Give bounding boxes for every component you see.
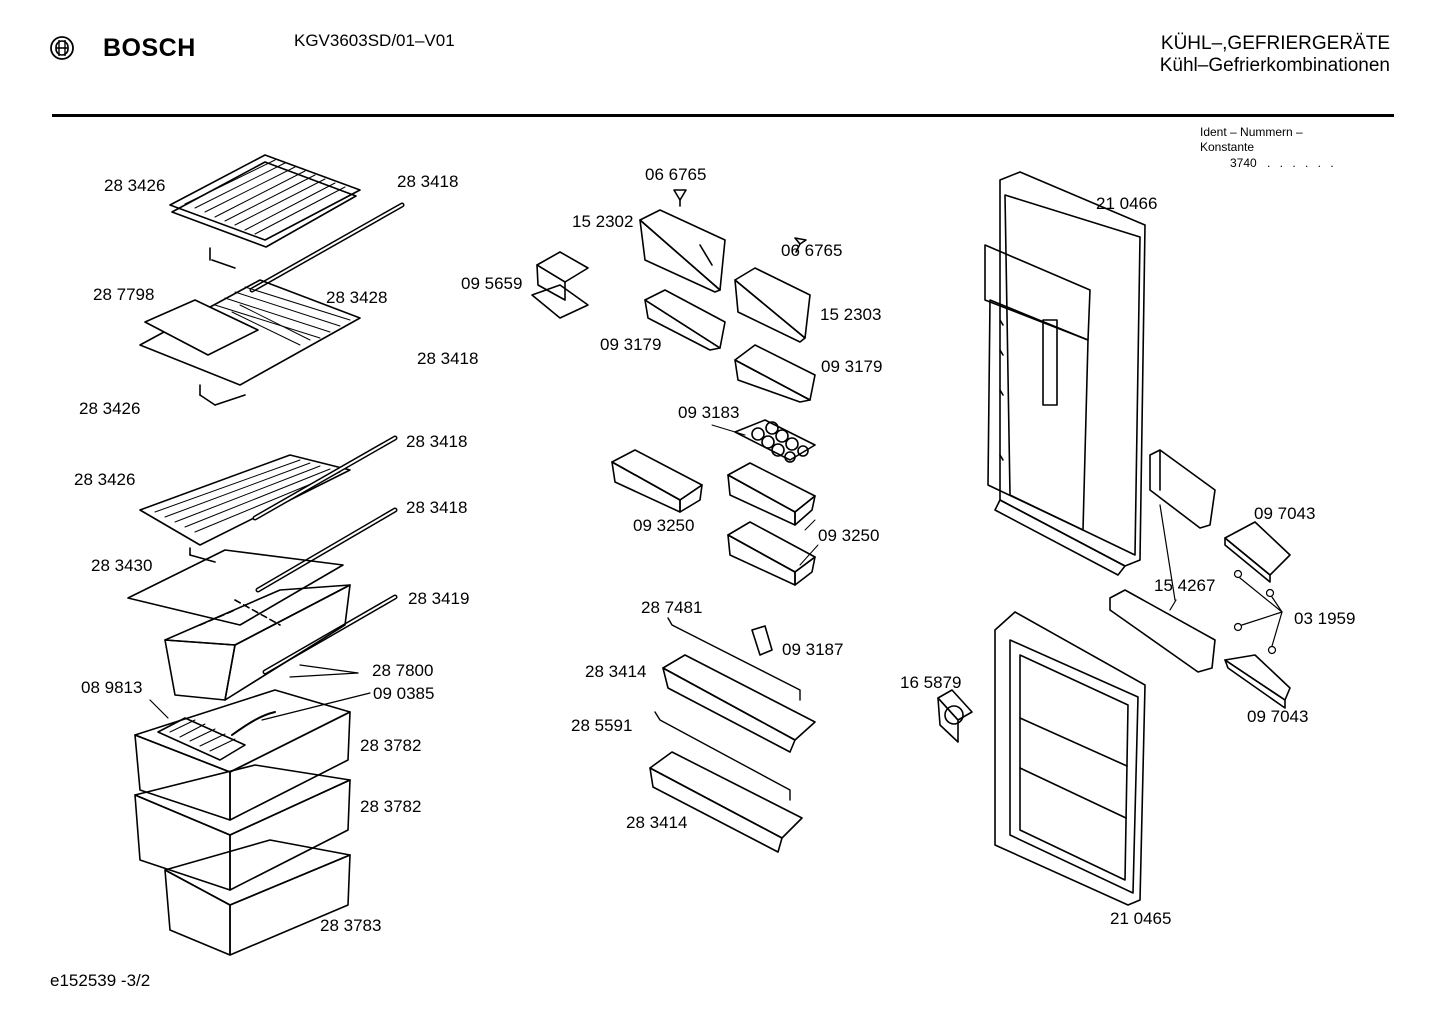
ident-value: 3740 [1230, 156, 1257, 170]
ident-title: Ident – Nummern – [1200, 125, 1303, 139]
freezer-drawer-2 [134, 764, 351, 891]
butter-compartment [531, 251, 589, 319]
door-tray-093250-b [727, 462, 816, 526]
part-label: 28 5591 [571, 716, 633, 735]
hinge-097043-b [1224, 654, 1291, 709]
part-label: 08 9813 [81, 678, 143, 697]
part-label: 28 3783 [320, 916, 382, 935]
drawing-id: e152539 -3/2 [50, 971, 151, 990]
crisper-tray [164, 584, 351, 701]
part-label: 28 3418 [397, 172, 459, 191]
freezer-door-210465 [994, 611, 1146, 906]
part-label: 09 7043 [1247, 707, 1309, 726]
part-label: 28 3426 [79, 399, 141, 418]
part-label: 28 7481 [641, 598, 703, 617]
door-tray-093179-b [734, 344, 816, 403]
door-tray-093179-a [644, 289, 726, 351]
part-label: 15 2303 [820, 305, 882, 324]
header-divider [52, 114, 1394, 117]
leader-lines-left [149, 664, 371, 721]
leader-lines-right [1159, 504, 1177, 611]
hinge-097043-a [1224, 521, 1291, 583]
part-label: 28 7800 [372, 661, 434, 680]
part-label: 16 5879 [900, 673, 962, 692]
handle-upper [1149, 449, 1216, 529]
part-label: 28 3428 [326, 288, 388, 307]
part-label: 21 0465 [1110, 909, 1172, 928]
fridge-door-210466 [984, 171, 1146, 576]
part-label: 06 6765 [645, 165, 707, 184]
part-label: 28 3419 [408, 589, 470, 608]
hinge-pin-165879 [937, 689, 973, 743]
part-label: 09 3179 [821, 357, 883, 376]
screws-031959 [1233, 569, 1283, 655]
shelf-second [139, 279, 361, 406]
part-label: 28 3430 [91, 556, 153, 575]
glass-plate [127, 549, 344, 626]
part-label: 28 3426 [74, 470, 136, 489]
screw-small-1 [673, 189, 687, 207]
door-bar-285591 [649, 711, 803, 853]
part-label: 09 3183 [678, 403, 740, 422]
part-label: 28 3426 [104, 176, 166, 195]
brand-name: BOSCH [103, 34, 196, 62]
part-label: 09 3179 [600, 335, 662, 354]
door-shelf-cover-152302 [639, 209, 726, 293]
ice-tray [157, 711, 276, 761]
part-label: 28 3418 [417, 349, 479, 368]
shelf-third [139, 454, 351, 563]
part-label: 06 6765 [781, 241, 843, 260]
category-title: KÜHL–,GEFRIERGERÄTE [1160, 33, 1390, 54]
part-label: 28 3782 [360, 736, 422, 755]
ident-dots: . . . . . . [1267, 156, 1337, 170]
part-label: 28 3782 [360, 797, 422, 816]
model-number: KGV3603SD/01–V01 [294, 31, 455, 50]
part-label: 09 3250 [633, 516, 695, 535]
ident-subtitle: Konstante [1200, 140, 1255, 154]
part-label: 15 4267 [1154, 576, 1216, 595]
screw-small-2 [794, 237, 807, 253]
part-label: 09 3250 [818, 526, 880, 545]
part-label: 28 7798 [93, 285, 155, 304]
door-tray-093250-a [611, 449, 703, 513]
part-label: 09 7043 [1254, 504, 1316, 523]
freezer-drawer-1 [134, 689, 351, 821]
part-label: 09 3187 [782, 640, 844, 659]
door-bar-287481 [662, 617, 816, 753]
handle-lower-154267 [1109, 589, 1216, 673]
part-label: 09 0385 [373, 684, 435, 703]
part-label: 28 3418 [406, 432, 468, 451]
freezer-drawer-3 [164, 839, 351, 956]
door-shelf-cover-152303 [734, 267, 811, 343]
shelf-top [169, 154, 361, 269]
part-label: 09 5659 [461, 274, 523, 293]
part-label: 28 3414 [626, 813, 688, 832]
rods-mid [252, 435, 398, 675]
rod-1 [249, 202, 405, 293]
part-label: 28 3414 [585, 662, 647, 681]
part-label: 03 1959 [1294, 609, 1356, 628]
egg-tray [711, 419, 816, 463]
bosch-armature-icon [50, 36, 74, 60]
door-tray-093250-c [727, 519, 819, 586]
part-label: 21 0466 [1096, 194, 1158, 213]
part-label: 15 2302 [572, 212, 634, 231]
category-subtitle: Kühl–Gefrierkombinationen [1159, 55, 1390, 76]
part-label: 28 3418 [406, 498, 468, 517]
